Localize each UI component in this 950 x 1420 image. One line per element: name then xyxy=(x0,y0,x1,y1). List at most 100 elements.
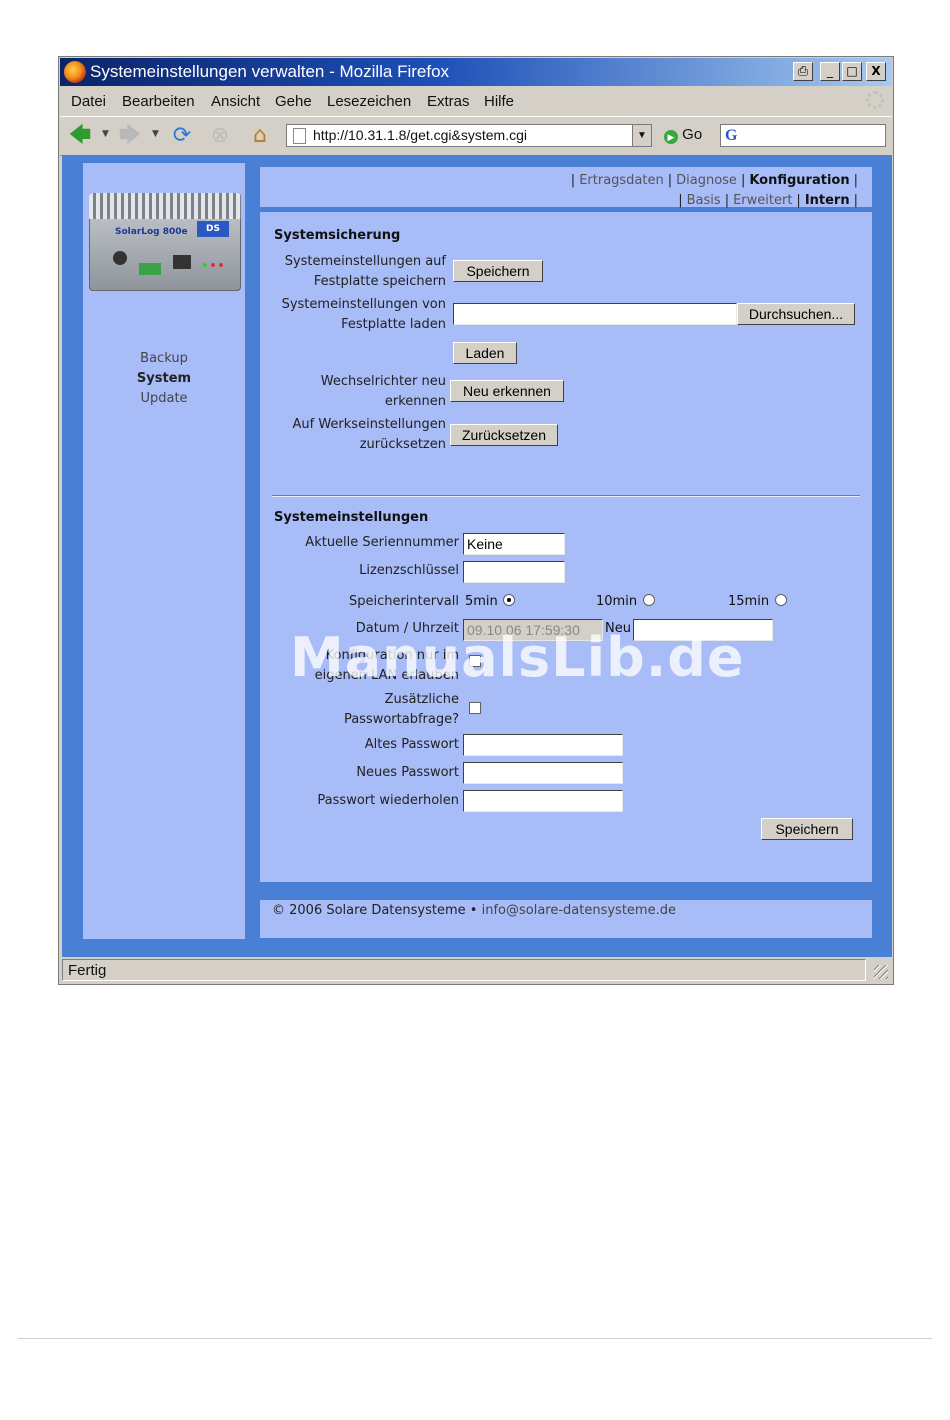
nav-intern[interactable]: Intern xyxy=(804,193,850,208)
copyright-text: © 2006 Solare Datensysteme xyxy=(272,903,466,918)
go-label: Go xyxy=(682,126,703,143)
sidebar: SolarLog 800e DS Backup System Update xyxy=(83,163,245,939)
device-terminal xyxy=(139,263,161,275)
device-power-port xyxy=(113,251,127,265)
url-dropdown-icon[interactable]: ▼ xyxy=(632,125,651,146)
maximize-button[interactable]: □ xyxy=(842,62,862,81)
menu-datei[interactable]: Datei xyxy=(71,93,107,110)
serial-number-field[interactable]: Keine xyxy=(463,533,565,555)
interval-5min-label: 5min xyxy=(465,594,498,609)
device-brand: SolarLog 800e xyxy=(115,227,188,237)
go-button[interactable]: ▶ Go xyxy=(664,126,702,144)
status-panel: Fertig xyxy=(62,959,866,981)
device-logo: DS xyxy=(197,221,229,237)
menu-hilfe[interactable]: Hilfe xyxy=(484,93,515,110)
nav-diagnose[interactable]: Diagnose xyxy=(676,173,737,188)
load-button[interactable]: Laden xyxy=(453,342,517,364)
url-text[interactable]: http://10.31.1.8/get.cgi&system.cgi xyxy=(313,127,528,143)
back-dropdown-icon[interactable]: ▼ xyxy=(102,129,109,139)
device-image: SolarLog 800e DS xyxy=(89,193,241,291)
redetect-inverter-button[interactable]: Neu erkennen xyxy=(450,380,564,402)
contact-email-link[interactable]: info@solare-datensysteme.de xyxy=(481,903,676,918)
status-text: Fertig xyxy=(68,962,107,979)
extra-password-checkbox[interactable] xyxy=(469,702,481,714)
throbber-icon xyxy=(866,91,884,109)
device-heatsink xyxy=(89,193,241,219)
nav-basis[interactable]: Basis xyxy=(686,193,721,208)
license-key-field[interactable] xyxy=(463,561,565,583)
reload-icon[interactable]: ⟳ xyxy=(172,123,192,148)
interval-15min-label: 15min xyxy=(728,594,770,609)
section-title-systemeinstellungen: Systemeinstellungen xyxy=(274,510,429,525)
new-password-label: Neues Passwort xyxy=(356,765,459,780)
file-path-input[interactable] xyxy=(453,303,737,325)
old-password-label: Altes Passwort xyxy=(364,737,459,752)
home-icon[interactable]: ⌂ xyxy=(253,123,267,148)
menu-ansicht[interactable]: Ansicht xyxy=(211,93,261,110)
menu-gehe[interactable]: Gehe xyxy=(275,93,312,110)
serial-number-label: Aktuelle Seriennummer xyxy=(305,535,459,550)
page-divider xyxy=(18,1338,932,1339)
title-bar: Systemeinstellungen verwalten - Mozilla … xyxy=(60,58,892,86)
device-led xyxy=(211,263,215,267)
menu-lesezeichen[interactable]: Lesezeichen xyxy=(327,93,412,110)
nav-konfiguration[interactable]: Konfiguration xyxy=(749,173,850,188)
resize-grip-icon[interactable] xyxy=(874,965,888,979)
google-search-icon[interactable]: G xyxy=(725,127,738,144)
sidebar-item-backup[interactable]: Backup xyxy=(140,351,188,366)
sidebar-item-system[interactable]: System xyxy=(136,371,192,386)
browse-button[interactable]: Durchsuchen... xyxy=(737,303,855,325)
search-input[interactable]: G xyxy=(720,124,886,147)
firefox-logo-icon xyxy=(64,61,86,83)
interval-5min-radio[interactable] xyxy=(503,594,515,606)
old-password-field[interactable] xyxy=(463,734,623,756)
device-led xyxy=(219,263,223,267)
url-bar[interactable]: http://10.31.1.8/get.cgi&system.cgi ▼ xyxy=(286,124,652,147)
minimize-button[interactable]: _ xyxy=(820,62,840,81)
current-datetime-field: 09.10.06 17:59:30 xyxy=(463,619,603,641)
menu-bar: Datei Bearbeiten Ansicht Gehe Lesezeiche… xyxy=(60,87,892,115)
menu-bearbeiten[interactable]: Bearbeiten xyxy=(122,93,195,110)
nav-erweitert[interactable]: Erweitert xyxy=(733,193,793,208)
interval-10min-radio[interactable] xyxy=(643,594,655,606)
page-icon xyxy=(293,128,306,144)
new-datetime-field[interactable] xyxy=(633,619,773,641)
storage-interval-label: Speicherintervall xyxy=(348,594,459,609)
browser-window: Systemeinstellungen verwalten - Mozilla … xyxy=(58,56,894,985)
forward-dropdown-icon[interactable]: ▼ xyxy=(152,129,159,139)
sidebar-item-update[interactable]: Update xyxy=(140,391,188,406)
device-network-port xyxy=(173,255,191,269)
section-title-systemsicherung: Systemsicherung xyxy=(274,228,401,243)
footer: © 2006 Solare Datensysteme • info@solare… xyxy=(260,900,872,938)
section-divider xyxy=(272,495,860,497)
nav-ertragsdaten[interactable]: Ertragsdaten xyxy=(579,173,664,188)
back-arrow-icon[interactable]: 🡄 xyxy=(68,123,92,148)
side-navigation: Backup System Update xyxy=(83,349,245,409)
footer-bullet: • xyxy=(469,903,478,918)
license-key-label: Lizenzschlüssel xyxy=(359,563,459,578)
close-button[interactable]: X xyxy=(866,62,886,81)
top-navigation: |Ertragsdaten|Diagnose|Konfiguration| |B… xyxy=(260,167,872,208)
forward-arrow-icon[interactable]: 🡆 xyxy=(118,123,142,148)
new-password-field[interactable] xyxy=(463,762,623,784)
interval-10min-label: 10min xyxy=(596,594,638,609)
navigation-toolbar: 🡄 ▼ 🡆 ▼ ⟳ ⊗ ⌂ http://10.31.1.8/get.cgi&s… xyxy=(60,116,892,156)
interval-15min-radio[interactable] xyxy=(775,594,787,606)
menu-extras[interactable]: Extras xyxy=(427,93,470,110)
lan-only-checkbox[interactable] xyxy=(469,655,481,667)
save-settings-button[interactable]: Speichern xyxy=(761,818,853,840)
save-to-disk-button[interactable]: Speichern xyxy=(453,260,543,282)
print-icon[interactable]: ⎙ xyxy=(793,62,813,81)
go-icon: ▶ xyxy=(664,130,678,144)
repeat-password-field[interactable] xyxy=(463,790,623,812)
factory-reset-button[interactable]: Zurücksetzen xyxy=(450,424,558,446)
device-led xyxy=(203,263,207,267)
window-title: Systemeinstellungen verwalten - Mozilla … xyxy=(90,62,450,81)
stop-icon[interactable]: ⊗ xyxy=(210,123,230,148)
